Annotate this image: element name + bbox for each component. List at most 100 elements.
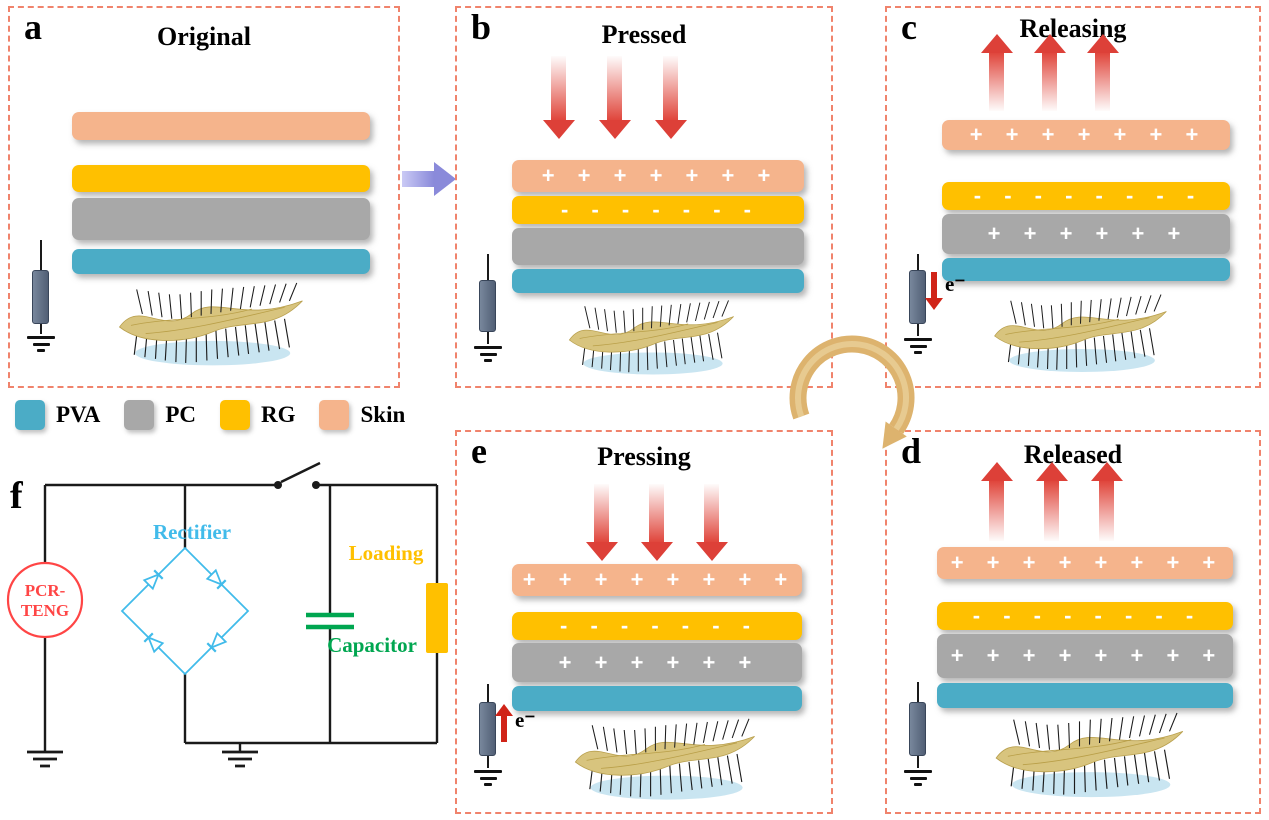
pva-layer — [72, 249, 370, 274]
legend-label: PVA — [56, 402, 101, 427]
rg-layer: - - - - - - - - — [937, 602, 1233, 630]
pc-layer — [72, 198, 370, 240]
panel-letter: b — [471, 7, 492, 47]
load-resistor — [909, 270, 926, 324]
load-resistor — [32, 270, 49, 324]
electron-label: e⁻ — [945, 272, 966, 296]
wire — [917, 324, 920, 336]
skin-charges: + + + + + + + — [541, 163, 775, 188]
wire — [487, 254, 490, 280]
legend-item: RG — [219, 400, 296, 430]
rg-layer — [72, 165, 370, 192]
ground-icon — [903, 770, 933, 790]
wire — [917, 682, 920, 702]
release-arrow-icon — [1095, 53, 1110, 111]
wire — [40, 240, 43, 270]
wire — [917, 254, 920, 270]
ground-bar — [909, 344, 927, 348]
skin-layer: + + + + + + + + — [937, 547, 1233, 579]
pva-layer — [937, 683, 1233, 708]
loading-resistor — [426, 583, 448, 653]
skin-charges: + + + + + + + — [969, 122, 1203, 147]
legend-swatch-pc — [124, 400, 155, 430]
diode-icon — [206, 631, 228, 653]
press-arrow-icon — [649, 484, 664, 542]
switch-contact — [274, 481, 282, 489]
legend-item: Skin — [319, 400, 405, 430]
teng-label-line1: PCR- — [25, 581, 66, 600]
ground-icon — [222, 750, 258, 768]
capacitor-icon — [306, 612, 354, 630]
wire — [40, 324, 43, 334]
panel-title: Pressing — [597, 442, 691, 471]
transition-arrow — [402, 162, 456, 196]
load-resistor — [479, 702, 496, 756]
legend-item: PVA — [15, 400, 100, 430]
ground-bar — [479, 776, 497, 780]
press-arrow-icon — [594, 484, 609, 542]
ground-bar — [32, 342, 50, 346]
ground-bar — [27, 336, 55, 339]
leaf-illustration — [549, 296, 754, 384]
panel-letter: a — [24, 7, 42, 47]
legend-label: RG — [260, 402, 296, 427]
legend: PVA PC RG Skin — [15, 400, 405, 430]
rg-charges: - - - - - - - - — [972, 603, 1198, 628]
release-arrow-icon — [1099, 481, 1114, 541]
panel-letter: e — [471, 431, 487, 471]
ground-icon — [26, 336, 56, 356]
pc-charges: + + + + + + — [558, 649, 756, 675]
diode-icon — [205, 568, 227, 590]
ground-bar — [914, 351, 922, 354]
loading-label: Loading — [349, 541, 424, 565]
leaf-illustration — [545, 714, 785, 810]
pva-layer — [512, 269, 804, 293]
leaf-illustration — [96, 278, 326, 376]
pc-layer: + + + + + + — [942, 214, 1230, 254]
panel-title: Pressed — [601, 20, 687, 49]
press-arrows — [594, 484, 719, 542]
diode-icon — [143, 632, 165, 654]
pva-layer — [942, 258, 1230, 281]
skin-layer: + + + + + + + — [942, 120, 1230, 150]
legend-swatch-rg — [219, 400, 250, 430]
rg-charges: - - - - - - - — [560, 613, 754, 638]
skin-layer: + + + + + + + — [512, 160, 804, 192]
cycle-arc-highlight — [795, 340, 909, 431]
pc-layer: + + + + + + — [512, 643, 802, 682]
leaf-illustration — [957, 708, 1222, 808]
panel-title: Original — [157, 22, 251, 51]
release-arrow-icon — [989, 53, 1004, 111]
panel-b-pressed: b Pressed + + + + + + + - - - - - - - — [455, 6, 833, 388]
press-arrow-icon — [663, 56, 678, 120]
legend-label: PC — [165, 402, 196, 427]
load-resistor — [909, 702, 926, 756]
ground-bar — [479, 352, 497, 356]
ground-bar — [474, 346, 502, 349]
skin-charges: + + + + + + + + — [950, 550, 1220, 575]
switch-blade — [280, 461, 321, 484]
wire — [487, 684, 490, 702]
diode-icon — [142, 569, 164, 591]
ground-bar — [474, 770, 502, 773]
circuit-wires — [43, 483, 439, 751]
panel-d-released: d Released + + + + + + + + - - - - - - -… — [885, 430, 1261, 814]
load-resistor — [479, 280, 496, 332]
panel-c-releasing: c Releasing + + + + + + + - - - - - - - … — [885, 6, 1261, 388]
rg-charges: - - - - - - - - — [973, 183, 1199, 208]
rectifier-label: Rectifier — [153, 520, 231, 544]
electron-label: e⁻ — [515, 708, 536, 732]
transition-arrow-shaft — [402, 171, 434, 187]
rg-charges: - - - - - - - — [561, 197, 755, 222]
skin-layer — [72, 112, 370, 140]
wire — [487, 756, 490, 768]
electron-flow-arrow-up — [501, 716, 507, 742]
release-arrow-icon — [1044, 481, 1059, 541]
rg-layer: - - - - - - - - — [942, 182, 1230, 210]
ground-bar — [909, 776, 927, 780]
wire — [487, 332, 490, 344]
pva-layer — [512, 686, 802, 711]
pc-layer — [512, 228, 804, 265]
legend-label: Skin — [360, 402, 406, 427]
